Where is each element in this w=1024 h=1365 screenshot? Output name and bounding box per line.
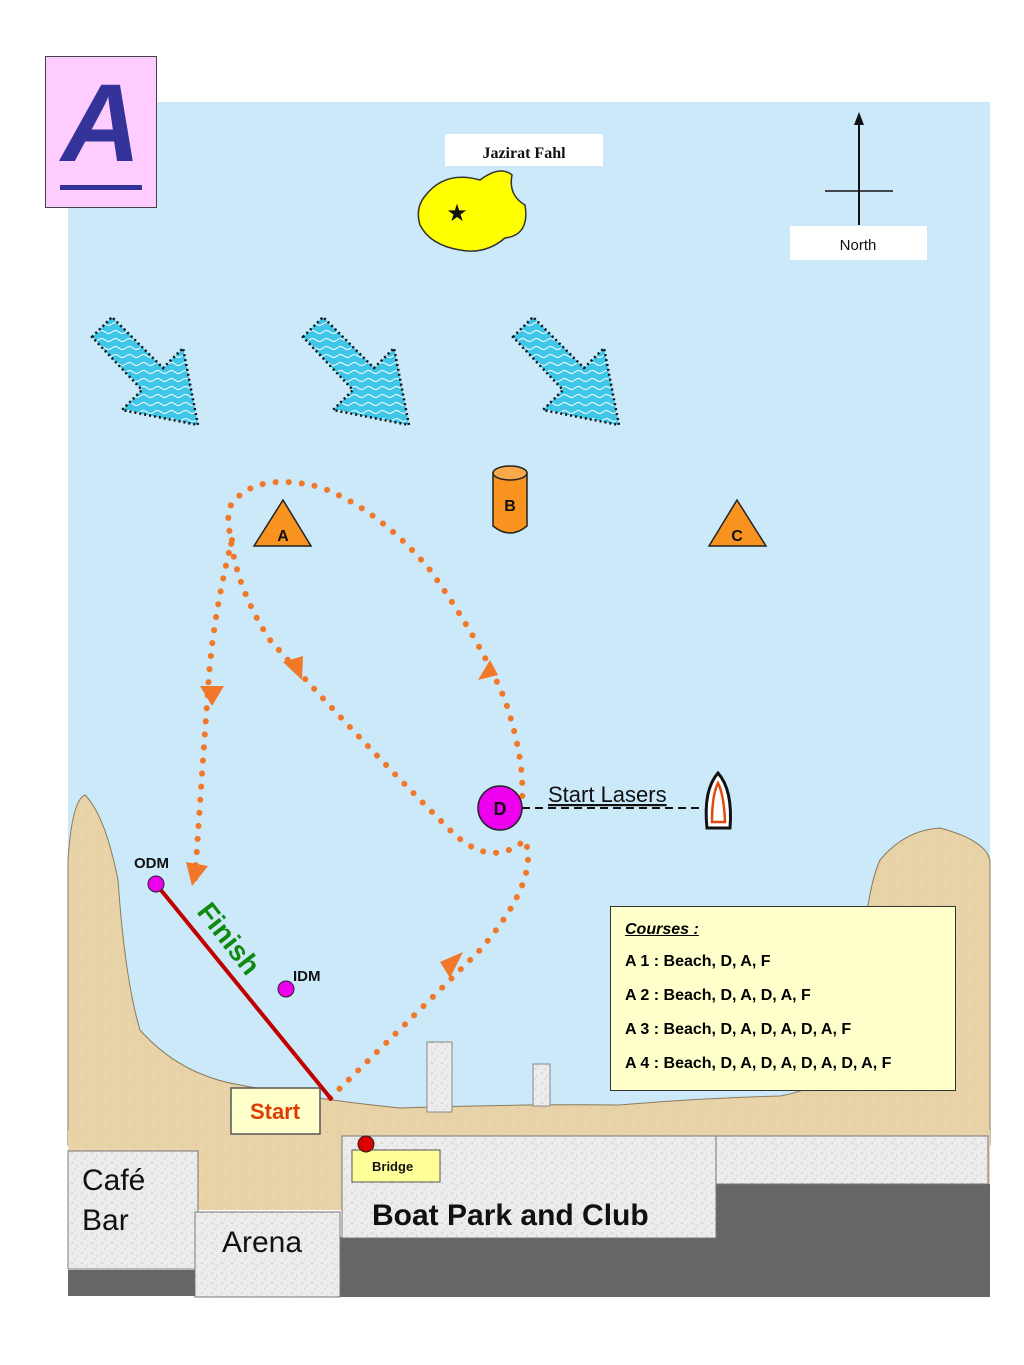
north-label-box	[790, 226, 927, 260]
mark-c	[707, 498, 768, 547]
boat-park-label: Boat Park and Club	[372, 1199, 649, 1232]
bridge-marker	[357, 1135, 375, 1153]
mark-a	[252, 498, 313, 547]
start-label: Start	[250, 1099, 301, 1124]
island-label-box	[445, 134, 603, 166]
mark-c-label: C	[731, 528, 743, 545]
bridge-box	[351, 1149, 441, 1183]
finish-line	[154, 882, 334, 1102]
course-route	[192, 478, 531, 1101]
route-arrow-icon	[478, 660, 498, 680]
wind-arrow-icon	[90, 315, 200, 427]
route-arrow-icon	[200, 686, 224, 706]
north-arrow-icon	[854, 112, 864, 125]
bar-label: Bar	[82, 1204, 129, 1237]
north-label: North	[840, 237, 877, 254]
pier-right	[532, 1063, 551, 1107]
courses-legend: Courses : A 1 : Beach, D, A, F A 2 : Bea…	[610, 906, 956, 1091]
pier-left	[426, 1041, 453, 1113]
idm-label: IDM	[293, 968, 321, 985]
committee-boat-icon	[704, 770, 732, 830]
idm-buoy	[277, 980, 295, 998]
course-tag: A	[45, 56, 157, 208]
road-left	[68, 1270, 195, 1296]
mark-d-label: D	[494, 799, 507, 819]
road-right	[340, 1184, 990, 1297]
course-item: A 3 : Beach, D, A, D, A, D, A, F	[625, 1021, 852, 1038]
mark-b	[492, 465, 528, 534]
arena-building	[194, 1211, 341, 1298]
course-item: A 2 : Beach, D, A, D, A, F	[625, 987, 811, 1004]
odm-buoy	[147, 875, 165, 893]
route-arrow-icon	[186, 862, 208, 886]
courses-title: Courses :	[625, 921, 699, 938]
island-label: Jazirat Fahl	[482, 145, 566, 162]
course-item: A 4 : Beach, D, A, D, A, D, A, D, A, F	[625, 1055, 892, 1072]
club-annex-building	[715, 1135, 989, 1185]
route-arrow-icon	[283, 656, 303, 680]
island-shape	[417, 170, 527, 252]
route-arrow-icon	[440, 952, 463, 978]
mark-b-label: B	[504, 498, 516, 515]
shore-sand	[67, 794, 991, 1146]
course-tag-letter: A	[61, 62, 141, 185]
arena-label: Arena	[222, 1226, 302, 1259]
island-star-icon: ★	[446, 200, 468, 227]
start-box	[230, 1087, 321, 1135]
course-item: A 1 : Beach, D, A, F	[625, 953, 771, 970]
course-tag-underline	[60, 185, 142, 190]
bridge-label: Bridge	[372, 1159, 413, 1174]
cafe-bar-building	[67, 1150, 199, 1270]
start-lasers-label: Start Lasers	[548, 782, 667, 807]
cafe-label: Café	[82, 1164, 145, 1197]
odm-label: ODM	[134, 855, 169, 872]
mark-a-label: A	[277, 528, 289, 545]
wind-arrow-icon	[301, 315, 411, 427]
wind-arrow-icon	[511, 315, 621, 427]
